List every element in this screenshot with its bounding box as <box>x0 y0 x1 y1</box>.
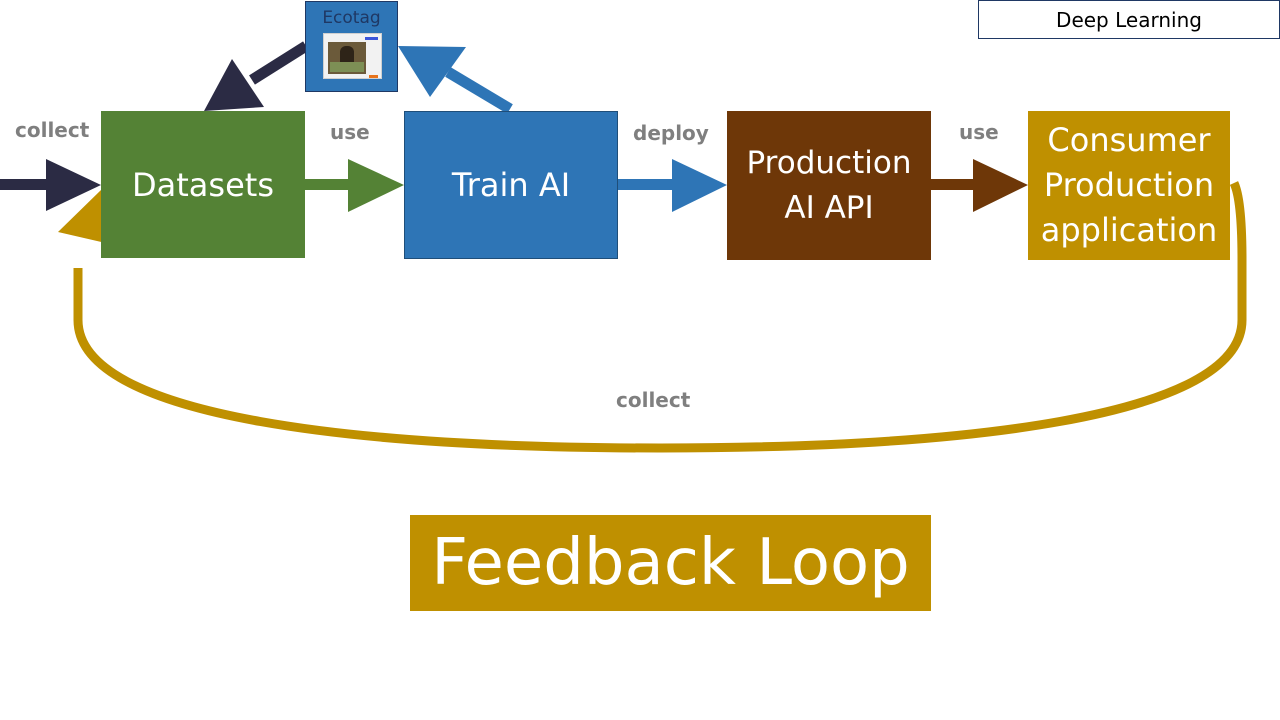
feedback-loop-title: Feedback Loop <box>410 515 931 611</box>
feedback-loop-title-text: Feedback Loop <box>431 526 910 600</box>
thumbnail-button <box>369 75 378 78</box>
datasets-node: Datasets <box>101 111 305 258</box>
thumbnail-photo-ground <box>330 62 364 72</box>
use-2-arrowhead <box>973 159 1028 212</box>
deep-learning-label: Deep Learning <box>1056 7 1202 32</box>
collect-in-arrowhead <box>46 159 101 211</box>
ecotag-to-datasets-arrowhead <box>204 59 264 111</box>
use-arrow-shaft <box>305 179 352 190</box>
datasets-label: Datasets <box>132 165 274 204</box>
use-arrowhead <box>348 159 404 212</box>
train-to-ecotag-arrow-shaft <box>445 67 513 114</box>
consumer-application-label: Consumer Production application <box>1040 121 1218 249</box>
deploy-label: deploy <box>633 121 709 145</box>
train-ai-node: Train AI <box>404 111 618 259</box>
ecotag-to-datasets-arrow-shaft <box>249 41 309 85</box>
production-ai-api-label: Production AI API <box>746 144 912 226</box>
collect-in-arrow-shaft <box>0 179 50 190</box>
deploy-arrow-shaft <box>618 179 675 190</box>
deploy-arrowhead <box>672 159 727 212</box>
feedback-loop-curve <box>73 181 1247 453</box>
use-2-label: use <box>959 120 999 144</box>
train-to-ecotag-arrowhead <box>398 46 466 97</box>
production-ai-api-node: Production AI API <box>727 111 931 260</box>
use-2-arrow-shaft <box>931 179 976 190</box>
collect-in-label: collect <box>15 118 90 142</box>
train-ai-label: Train AI <box>451 166 571 204</box>
collect-loop-label: collect <box>616 388 691 412</box>
ecotag-label: Ecotag <box>322 8 381 28</box>
ecotag-screenshot-thumbnail <box>323 33 382 79</box>
deep-learning-tag: Deep Learning <box>978 0 1280 39</box>
ecotag-node: Ecotag <box>305 1 398 92</box>
feedback-loop-arrowhead <box>58 190 110 244</box>
use-label: use <box>330 120 370 144</box>
consumer-application-node: Consumer Production application <box>1028 111 1230 260</box>
thumbnail-photo <box>328 42 366 74</box>
thumbnail-header-bar <box>365 37 378 40</box>
